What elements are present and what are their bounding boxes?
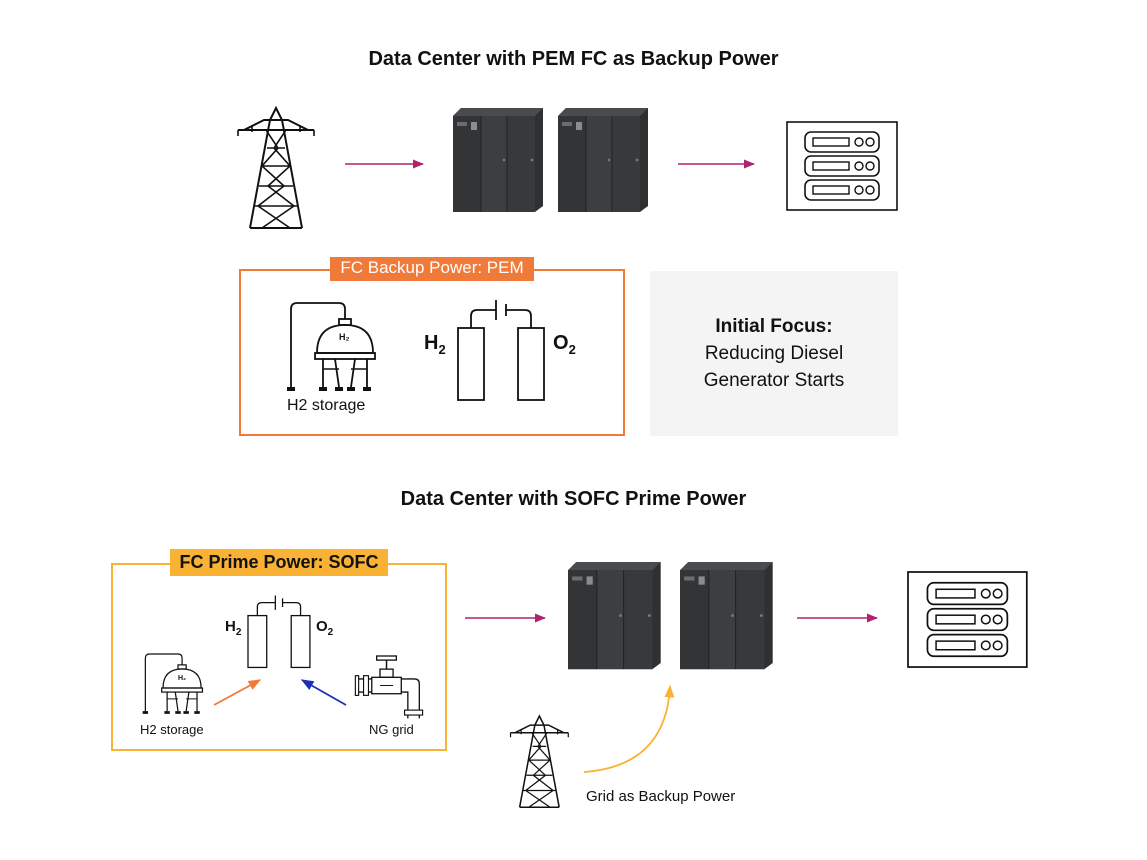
bottom-section-title: Data Center with SOFC Prime Power [400,488,747,510]
focus-heading: Initial Focus: [715,316,833,337]
top-hydrogen-tank-icon [286,302,376,392]
grid-backup-arrow [583,684,675,773]
top-arrow-ups-to-servers [678,159,756,169]
bottom-storage-label: H2 storage [140,722,204,737]
top-ups-cabinet-icon-1 [452,107,544,213]
bottom-cell-o2-label: O2 [316,618,334,638]
sofc-box-label: FC Prime Power: SOFC [170,549,388,576]
bottom-cell-h2-label: H2 [225,618,242,638]
ng-grid-label: NG grid [369,722,414,737]
h2-feed-arrow [213,679,262,706]
top-storage-label: H2 storage [287,397,366,414]
bottom-arrow-sofc-to-ups [465,613,547,623]
pem-box-label: FC Backup Power: PEM [330,257,534,281]
bottom-server-rack-icon [907,571,1028,668]
top-tank-mark: H₂ [339,332,350,342]
top-ups-cabinet-icon-2 [557,107,649,213]
top-section-title: Data Center with PEM FC as Backup Power [368,48,779,70]
top-arrow-grid-to-ups [345,159,425,169]
focus-line-1: Reducing Diesel [704,343,844,364]
bottom-hydrogen-tank-icon [142,653,204,715]
grid-backup-label: Grid as Backup Power [586,788,736,805]
bottom-ups-cabinet-icon-2 [679,561,774,670]
initial-focus-box: Initial Focus: Reducing Diesel Generator… [650,271,898,436]
top-transmission-tower-icon [237,107,315,229]
focus-line-2: Generator Starts [703,370,845,391]
bottom-arrow-ups-to-servers [797,613,879,623]
ng-feed-arrow [300,679,347,706]
top-cell-o2-label: O2 [553,332,576,357]
top-cell-h2-label: H2 [424,332,446,357]
bottom-tank-mark: H₂ [178,675,187,682]
bottom-transmission-tower-icon [509,715,570,808]
top-server-rack-icon [786,121,898,211]
top-fuel-cell-icon [457,299,545,401]
bottom-ups-cabinet-icon-1 [567,561,662,670]
